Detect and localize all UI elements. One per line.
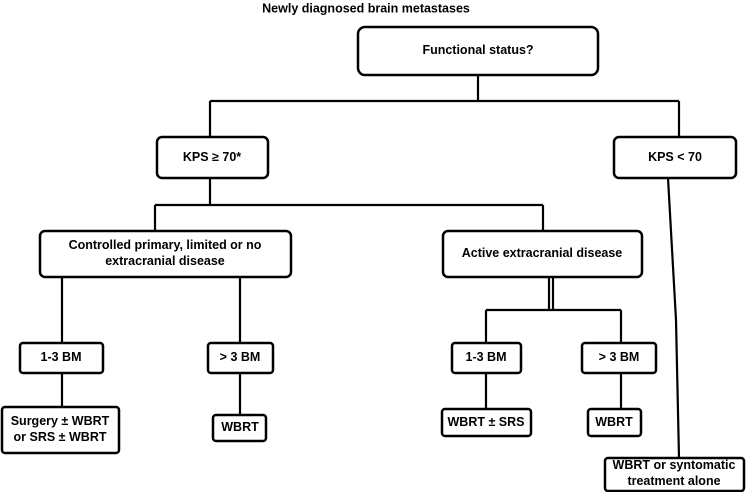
node-functional-status: Functional status? bbox=[356, 25, 600, 77]
node-label-line: or SRS ± WBRT bbox=[14, 430, 107, 444]
svg-text:Functional status?: Functional status? bbox=[422, 43, 533, 57]
node-right-1-3-bm: 1-3 BM bbox=[450, 341, 523, 375]
node-label-line: Active extracranial disease bbox=[462, 246, 623, 260]
node-label-line: WBRT bbox=[595, 415, 633, 429]
svg-text:KPS < 70: KPS < 70 bbox=[648, 150, 702, 164]
node-right-gt3-bm: > 3 BM bbox=[580, 341, 658, 375]
node-label-line: WBRT ± SRS bbox=[448, 415, 525, 429]
node-wbrt-right: WBRT bbox=[586, 407, 643, 438]
svg-text:> 3 BM: > 3 BM bbox=[599, 350, 640, 364]
node-wbrt-srs: WBRT ± SRS bbox=[440, 407, 533, 438]
node-left-gt3-bm: > 3 BM bbox=[206, 341, 275, 375]
node-left-1-3-bm: 1-3 BM bbox=[18, 341, 105, 375]
node-kps-high: KPS ≥ 70* bbox=[155, 135, 270, 180]
node-label-line: KPS < 70 bbox=[648, 150, 702, 164]
svg-text:1-3 BM: 1-3 BM bbox=[466, 350, 507, 364]
svg-text:WBRT ± SRS: WBRT ± SRS bbox=[448, 415, 525, 429]
svg-text:WBRT: WBRT bbox=[595, 415, 633, 429]
node-label-line: > 3 BM bbox=[220, 350, 261, 364]
node-label-line: WBRT bbox=[221, 420, 259, 434]
node-label-line: extracranial disease bbox=[105, 254, 225, 268]
node-wbrt-left: WBRT bbox=[211, 413, 268, 443]
node-controlled-primary: Controlled primary, limited or no extracr… bbox=[38, 229, 293, 279]
svg-text:Controlled primary, limited or: Controlled primary, limited or no extracr… bbox=[69, 238, 262, 268]
node-label-line: 1-3 BM bbox=[466, 350, 507, 364]
svg-text:WBRT: WBRT bbox=[221, 420, 259, 434]
svg-text:KPS ≥ 70*: KPS ≥ 70* bbox=[183, 150, 241, 164]
edge-kps-low-to-final bbox=[666, 177, 681, 459]
svg-text:1-3 BM: 1-3 BM bbox=[41, 350, 82, 364]
connectors bbox=[60, 75, 681, 459]
node-label-line: Controlled primary, limited or no bbox=[69, 238, 262, 252]
node-label-line: treatment alone bbox=[627, 474, 720, 488]
node-label-line: 1-3 BM bbox=[41, 350, 82, 364]
node-label-line: KPS ≥ 70* bbox=[183, 150, 241, 164]
node-wbrt-symptomatic: WBRT or syntomatic treatment alone bbox=[603, 456, 746, 492]
node-kps-low: KPS < 70 bbox=[612, 135, 738, 180]
svg-text:Active extracranial disease: Active extracranial disease bbox=[462, 246, 623, 260]
svg-text:> 3 BM: > 3 BM bbox=[220, 350, 261, 364]
node-label-line: Functional status? bbox=[422, 43, 533, 57]
node-active-extracranial: Active extracranial disease bbox=[441, 229, 644, 279]
node-label-line: Surgery ± WBRT bbox=[11, 414, 110, 428]
node-label-line: > 3 BM bbox=[599, 350, 640, 364]
diagram-title: Newly diagnosed brain metastases bbox=[262, 1, 470, 15]
node-label-line: WBRT or syntomatic bbox=[613, 458, 736, 472]
node-surgery: Surgery ± WBRT or SRS ± WBRT bbox=[0, 405, 121, 455]
